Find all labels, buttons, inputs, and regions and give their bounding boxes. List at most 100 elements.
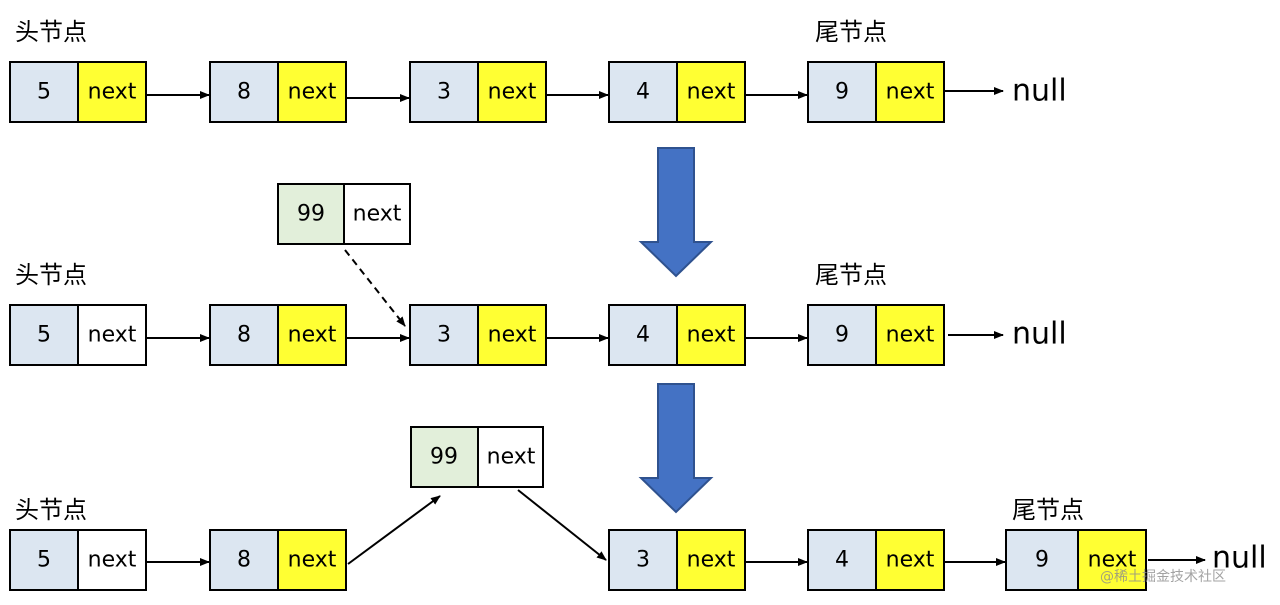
row2-node-5: 9 next bbox=[807, 304, 945, 366]
node-next-cell bbox=[77, 61, 147, 123]
node-value: 8 bbox=[237, 323, 251, 348]
node-value: 3 bbox=[437, 80, 451, 105]
watermark: @稀土掘金技术社区 bbox=[1100, 569, 1226, 585]
node-next-label: next bbox=[687, 323, 736, 348]
row2-arrows bbox=[146, 331, 1004, 342]
head-label-row1: 头节点 bbox=[15, 18, 87, 46]
row1-node-3: 3 next bbox=[409, 61, 547, 123]
node-data-cell bbox=[608, 529, 678, 591]
row2-node-3: 3 next bbox=[409, 304, 547, 366]
tail-label-row1: 尾节点 bbox=[815, 18, 887, 46]
row3-arrows bbox=[146, 489, 1206, 566]
node-next-label: next bbox=[886, 80, 935, 105]
node-data-cell bbox=[277, 183, 345, 245]
node-next-cell bbox=[676, 61, 746, 123]
node-next-cell bbox=[875, 529, 945, 591]
arrow-from-inserted bbox=[517, 489, 607, 561]
node-data-cell bbox=[209, 304, 279, 366]
node-next-label: next bbox=[886, 548, 935, 573]
node-next-cell bbox=[875, 304, 945, 366]
node-next-label: next bbox=[288, 80, 337, 105]
head-label-row3: 头节点 bbox=[15, 496, 87, 524]
node-next-cell bbox=[477, 426, 544, 488]
node-next-label: next bbox=[88, 80, 137, 105]
node-value: 99 bbox=[297, 202, 325, 227]
node-next-label: next bbox=[288, 548, 337, 573]
node-next-cell bbox=[676, 529, 746, 591]
node-value: 4 bbox=[636, 80, 650, 105]
row3-node-1: 5 next bbox=[9, 529, 147, 591]
node-next-cell bbox=[477, 61, 547, 123]
node-next-cell bbox=[277, 61, 347, 123]
node-next-cell bbox=[277, 304, 347, 366]
node-next-label: next bbox=[288, 323, 337, 348]
node-data-cell bbox=[209, 61, 279, 123]
row1-node-5: 9 next bbox=[807, 61, 945, 123]
node-data-cell bbox=[209, 529, 279, 591]
node-next-label: next bbox=[687, 80, 736, 105]
null-label-row2: null bbox=[1012, 317, 1067, 352]
node-value: 3 bbox=[636, 548, 650, 573]
node-next-cell bbox=[343, 183, 411, 245]
null-label-row1: null bbox=[1012, 74, 1067, 109]
row1-node-2: 8 next bbox=[209, 61, 347, 123]
row3-node-5: 9 next bbox=[1005, 529, 1147, 591]
node-data-cell bbox=[9, 529, 79, 591]
node-data-cell bbox=[608, 304, 678, 366]
node-next-label: next bbox=[487, 445, 536, 470]
arrow-to-inserted bbox=[347, 495, 441, 565]
node-next-label: next bbox=[88, 323, 137, 348]
node-value: 8 bbox=[237, 548, 251, 573]
node-data-cell bbox=[9, 304, 79, 366]
node-value: 9 bbox=[835, 323, 849, 348]
row1-arrows bbox=[146, 87, 1004, 102]
node-next-cell bbox=[875, 61, 945, 123]
row2-inserted-node: 99 next bbox=[277, 183, 411, 245]
node-data-cell bbox=[807, 304, 877, 366]
row3-inserted-node: 99 next bbox=[410, 426, 544, 488]
node-value: 9 bbox=[835, 80, 849, 105]
node-next-label: next bbox=[353, 202, 402, 227]
node-next-label: next bbox=[488, 323, 537, 348]
node-next-cell bbox=[77, 304, 147, 366]
node-value: 5 bbox=[37, 323, 51, 348]
dashed-pointer-arrow bbox=[344, 249, 406, 327]
node-value: 5 bbox=[37, 80, 51, 105]
node-value: 3 bbox=[437, 323, 451, 348]
node-next-label: next bbox=[886, 323, 935, 348]
node-value: 9 bbox=[1035, 548, 1049, 573]
node-next-label: next bbox=[488, 80, 537, 105]
node-value: 4 bbox=[636, 323, 650, 348]
node-next-label: next bbox=[687, 548, 736, 573]
transition-arrow-2 bbox=[638, 383, 714, 514]
row3-node-2: 8 next bbox=[209, 529, 347, 591]
row1-node-1: 5 next bbox=[9, 61, 147, 123]
node-data-cell bbox=[409, 61, 479, 123]
node-value: 8 bbox=[237, 80, 251, 105]
node-next-cell bbox=[1077, 529, 1147, 591]
node-next-cell bbox=[676, 304, 746, 366]
row3-node-4: 4 next bbox=[807, 529, 945, 591]
row1-node-4: 4 next bbox=[608, 61, 746, 123]
node-next-cell bbox=[277, 529, 347, 591]
head-label-row2: 头节点 bbox=[15, 261, 87, 289]
transition-arrow-1 bbox=[638, 147, 714, 278]
row2-node-4: 4 next bbox=[608, 304, 746, 366]
tail-label-row2: 尾节点 bbox=[815, 261, 887, 289]
node-next-cell bbox=[477, 304, 547, 366]
null-label-row3: null bbox=[1212, 541, 1267, 576]
node-next-label: next bbox=[88, 548, 137, 573]
node-data-cell bbox=[807, 61, 877, 123]
row2-node-2: 8 next bbox=[209, 304, 347, 366]
node-next-cell bbox=[77, 529, 147, 591]
node-value: 4 bbox=[835, 548, 849, 573]
node-value: 5 bbox=[37, 548, 51, 573]
row3-node-3: 3 next bbox=[608, 529, 746, 591]
node-value: 99 bbox=[430, 445, 458, 470]
node-data-cell bbox=[9, 61, 79, 123]
tail-label-row3: 尾节点 bbox=[1012, 496, 1084, 524]
node-data-cell bbox=[608, 61, 678, 123]
node-next-label: next bbox=[1088, 548, 1137, 573]
node-data-cell bbox=[1005, 529, 1079, 591]
